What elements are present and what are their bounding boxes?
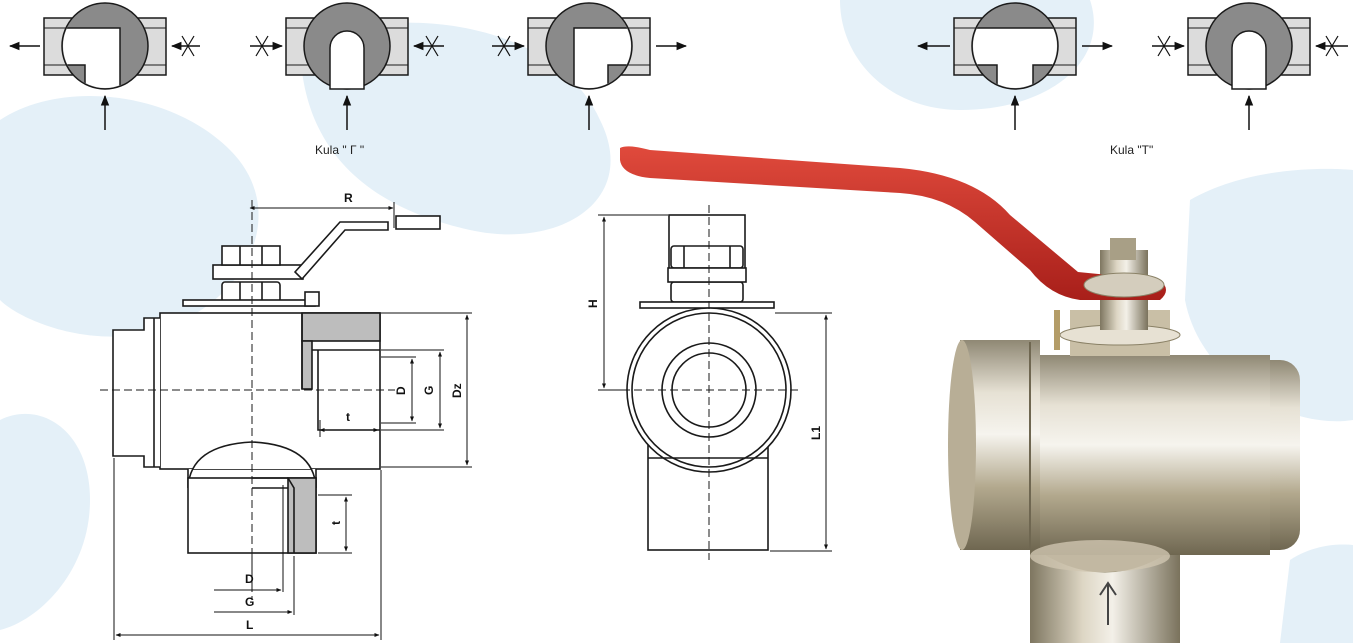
flow-scheme-5 [1152, 2, 1348, 130]
dim-label-t-right: t [346, 410, 350, 424]
dim-label-h: H [586, 299, 600, 308]
dimension-labels: R D G Dz t t D G L H L1 [245, 191, 823, 632]
flow-scheme-1 [8, 2, 200, 130]
dim-label-l: L [246, 618, 253, 632]
blocked-flow-icon [412, 35, 444, 57]
dim-label-d-right: D [394, 386, 408, 395]
side-view-dimensions [113, 202, 472, 640]
flow-scheme-3 [492, 2, 688, 130]
dim-label-d-bottom: D [245, 572, 254, 586]
side-view-drawing [100, 200, 441, 600]
dim-label-dz: Dz [450, 383, 464, 398]
flow-scheme-2 [250, 2, 444, 130]
caption-ball-t: Kula "T" [1110, 143, 1154, 157]
blocked-flow-icon [1152, 35, 1186, 57]
front-view-dimensions [598, 214, 832, 552]
dim-label-r: R [344, 191, 353, 205]
front-view-drawing [610, 205, 800, 560]
blocked-flow-icon [170, 35, 200, 57]
blocked-flow-icon [492, 35, 526, 57]
dim-label-g-bottom: G [245, 595, 254, 609]
valve-photo [620, 146, 1300, 643]
dim-label-g-right: G [422, 386, 436, 395]
blocked-flow-icon [1314, 35, 1348, 57]
dim-label-t-bottom: t [329, 521, 343, 525]
caption-ball-l: Kula " Γ " [315, 143, 365, 157]
flow-arrow-icon [1099, 581, 1117, 625]
dim-label-l1: L1 [809, 426, 823, 440]
blocked-flow-icon [250, 35, 284, 57]
flow-scheme-4 [916, 2, 1114, 130]
